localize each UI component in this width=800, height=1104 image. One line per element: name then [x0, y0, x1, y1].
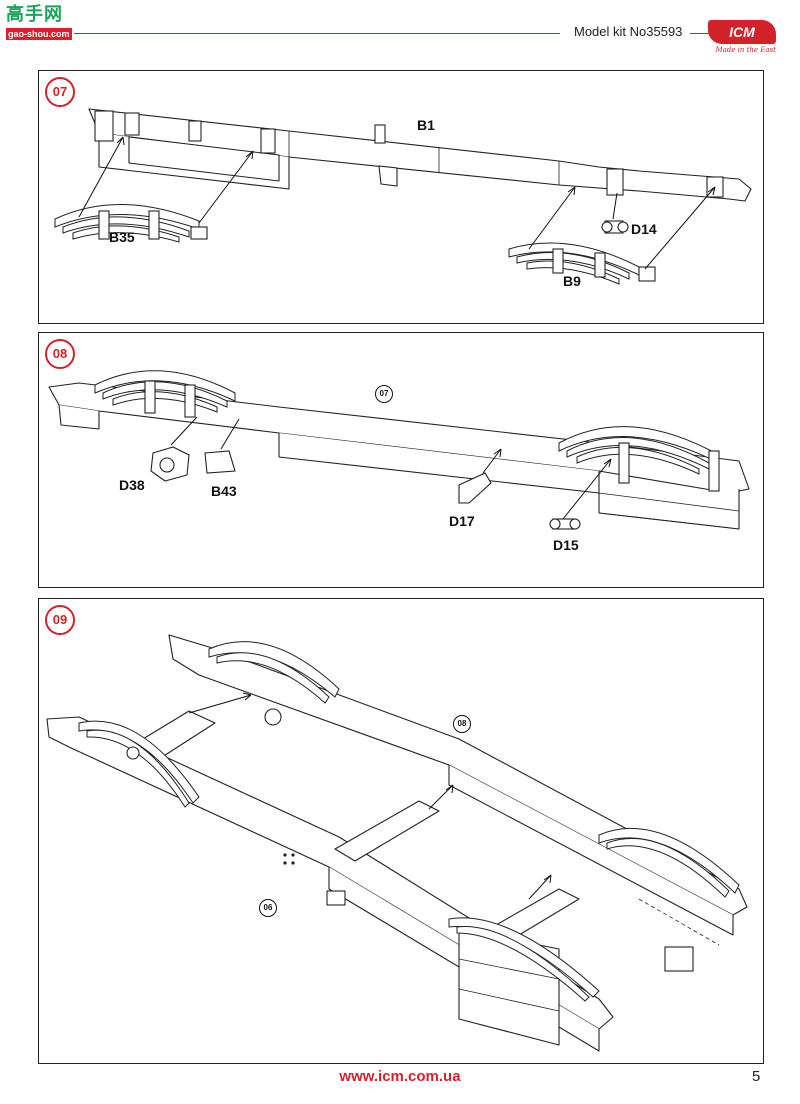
page-number: 5	[752, 1068, 761, 1085]
step-09-panel: 09 08 06	[38, 598, 764, 1064]
reference-step-06: 06	[259, 899, 277, 917]
watermark-url: gao-shou.com	[6, 28, 72, 40]
icm-logo: ICM Made in the East	[708, 20, 776, 58]
reference-step-07: 07	[375, 385, 393, 403]
part-label-d38: D38	[119, 477, 145, 493]
step-09-drawing	[46, 634, 748, 1052]
part-label-front-spring: B9	[563, 273, 581, 289]
header-rule	[74, 33, 560, 34]
step-number-badge: 07	[45, 77, 75, 107]
part-label-b43: B43	[211, 483, 237, 499]
part-label-rear-spring: B35	[109, 229, 135, 245]
icm-tagline: Made in the East	[715, 46, 776, 54]
part-label-shackle: D14	[631, 221, 657, 237]
step-08-panel: 08 07 D38 B43 D17 D15	[38, 332, 764, 588]
header-rule-right	[690, 33, 710, 34]
part-label-frame: B1	[417, 117, 435, 133]
step-number-badge: 09	[45, 605, 75, 635]
step-07-drawing	[54, 108, 752, 285]
step-07-panel: 07 B1 B35 B9 D14	[38, 70, 764, 324]
watermark-logo: 高手网 gao-shou.com	[6, 6, 72, 40]
step-number-badge: 08	[45, 339, 75, 369]
part-label-d17: D17	[449, 513, 475, 529]
footer-website-link[interactable]: www.icm.com.ua	[339, 1068, 461, 1085]
watermark-text: 高手网	[6, 4, 63, 25]
step-08-drawing	[48, 370, 750, 530]
icm-badge: ICM	[708, 20, 776, 44]
part-label-d15: D15	[553, 537, 579, 553]
reference-step-08: 08	[453, 715, 471, 733]
model-kit-number: Model kit No35593	[574, 24, 683, 39]
